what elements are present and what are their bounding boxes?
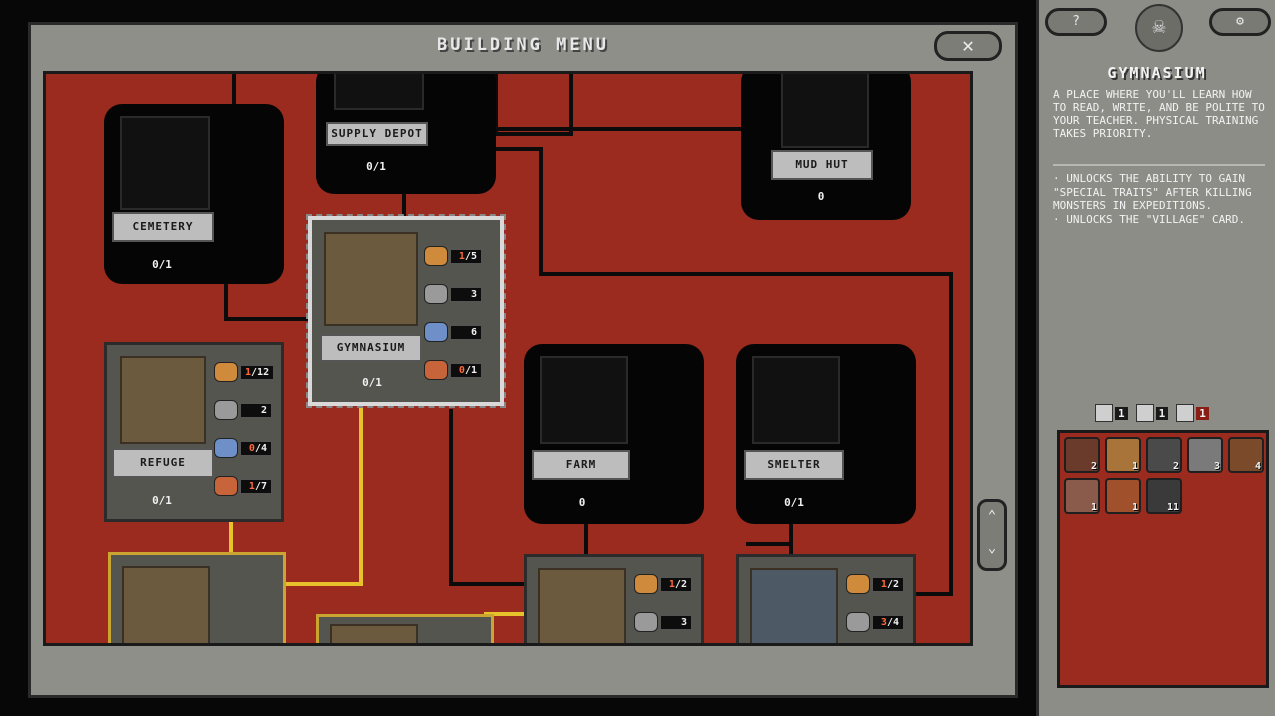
building-count: 0/1: [784, 496, 804, 509]
resource-metal: 6: [424, 322, 482, 342]
plank-icon: [424, 246, 448, 266]
building-name: SUPPLY DEPOT: [326, 122, 428, 146]
building-description: A PLACE WHERE YOU'LL LEARN HOW TO READ, …: [1053, 88, 1265, 140]
building-name: CEMETERY: [112, 212, 214, 242]
orb-icon: [424, 360, 448, 380]
tile-icon: [1176, 404, 1195, 422]
resource-stone: 3/4: [846, 612, 904, 632]
building-count: 0/1: [362, 376, 382, 389]
metal-icon: [424, 322, 448, 342]
resource-plank: 1/2: [634, 574, 692, 594]
building-name: SMELTER: [744, 450, 844, 480]
building-count: 0: [817, 190, 825, 203]
panel-header: ? ☠ ⚙: [1045, 4, 1271, 52]
building-name: REFUGE: [112, 448, 214, 478]
stone-icon: [214, 400, 238, 420]
building-tree[interactable]: SUPPLY DEPOT 0/1 MUD HUT 0 CEMETERY 0/1 …: [43, 71, 973, 646]
resource-stone: 2: [214, 400, 272, 420]
orb-icon[interactable]: 1: [1105, 478, 1141, 514]
stone-icon[interactable]: 3: [1187, 437, 1223, 473]
building-count: 0/1: [366, 160, 386, 173]
resource-stone: 3: [424, 284, 482, 304]
building-name: FARM: [532, 450, 630, 480]
resource-plank: 1/5: [424, 246, 482, 266]
close-button[interactable]: ✕: [934, 31, 1002, 61]
metal-icon: [214, 438, 238, 458]
building-icon: [1095, 404, 1113, 422]
scroll-control[interactable]: ⌃ ⌄: [977, 499, 1007, 571]
effect-line: · UNLOCKS THE "VILLAGE" CARD.: [1053, 212, 1246, 226]
skull-emblem-icon: ☠: [1135, 4, 1183, 52]
info-panel: ? ☠ ⚙ GYMNASIUM A PLACE WHERE YOU'LL LEA…: [1036, 0, 1275, 716]
building-count: 0/1: [152, 258, 172, 271]
building-count: 0: [578, 496, 586, 509]
counter-roads: 1: [1135, 404, 1169, 422]
resource-orb: 1/7: [214, 476, 272, 496]
stone-icon: [846, 612, 870, 632]
resource-plank: 1/2: [846, 574, 904, 594]
plank-icon: [214, 362, 238, 382]
counter-tiles: 1: [1176, 404, 1209, 422]
inventory-grid: 2 1 2 3 4 1 1 11: [1057, 430, 1269, 688]
counter-buildings: 1: [1095, 404, 1128, 422]
plank-icon: [846, 574, 870, 594]
building-title: GYMNASIUM: [1107, 64, 1207, 82]
building-name: GYMNASIUM: [320, 334, 422, 362]
resource-counters: 1 1 1: [1095, 404, 1209, 422]
settings-button[interactable]: ⚙: [1209, 8, 1271, 36]
resource-stone: 3: [634, 612, 692, 632]
window-title: BUILDING MENU: [436, 35, 610, 55]
scroll-down-icon[interactable]: ⌄: [987, 540, 997, 556]
scrap-icon[interactable]: 2: [1146, 437, 1182, 473]
meat-icon[interactable]: 1: [1064, 478, 1100, 514]
building-count: 0/1: [152, 494, 172, 507]
stone-icon: [634, 612, 658, 632]
resource-orb: 0/1: [424, 360, 482, 380]
feather-icon[interactable]: 4: [1228, 437, 1264, 473]
plank-icon: [634, 574, 658, 594]
divider: [1053, 164, 1265, 166]
building-menu-window: BUILDING MENU ✕: [28, 22, 1018, 698]
resource-metal: 0/4: [214, 438, 272, 458]
claw-icon[interactable]: 11: [1146, 478, 1182, 514]
plank-icon[interactable]: 1: [1105, 437, 1141, 473]
building-name: MUD HUT: [771, 150, 873, 180]
scroll-up-icon[interactable]: ⌃: [987, 508, 997, 524]
bone-icon[interactable]: 2: [1064, 437, 1100, 473]
help-button[interactable]: ?: [1045, 8, 1107, 36]
orb-icon: [214, 476, 238, 496]
resource-plank: 1/12: [214, 362, 275, 382]
effect-line: · UNLOCKS THE ABILITY TO GAIN "SPECIAL T…: [1053, 172, 1252, 212]
road-icon: [1135, 404, 1154, 422]
building-effects: · UNLOCKS THE ABILITY TO GAIN "SPECIAL T…: [1053, 172, 1269, 226]
stone-icon: [424, 284, 448, 304]
